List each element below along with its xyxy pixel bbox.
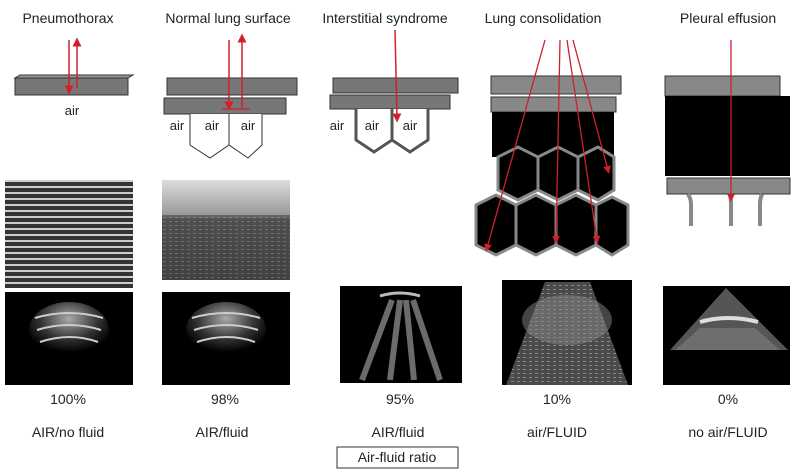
air-label: air	[365, 118, 380, 133]
title-pneumothorax: Pneumothorax	[22, 10, 113, 26]
normal-lung-schematic: air air air	[163, 33, 298, 159]
consolidation-schematic	[474, 39, 630, 257]
b-mode-consolidation-image	[502, 280, 632, 385]
m-mode-stratosphere-image	[5, 180, 133, 288]
air-fluid-label: air/FLUID	[527, 424, 587, 440]
title-consolidation: Lung consolidation	[485, 10, 602, 26]
air-label: air	[403, 118, 418, 133]
b-mode-normal-image	[162, 292, 290, 385]
air-percent: 100%	[50, 391, 86, 407]
air-fluid-label: AIR/fluid	[372, 424, 425, 440]
title-effusion: Pleural effusion	[680, 10, 776, 26]
title-interstitial: Interstitial syndrome	[322, 10, 447, 26]
air-fluid-ratio-box	[336, 446, 459, 469]
air-percent: 0%	[718, 391, 738, 407]
air-percent: 10%	[543, 391, 571, 407]
effusion-schematic	[664, 40, 791, 226]
b-mode-interstitial-image	[340, 286, 462, 383]
interstitial-schematic: air air air	[329, 29, 459, 154]
air-label: air	[241, 118, 256, 133]
b-mode-pneumothorax-image	[5, 292, 133, 385]
m-mode-seashore-texture	[162, 215, 290, 280]
air-percent: 95%	[386, 391, 414, 407]
air-label: air	[205, 118, 220, 133]
air-label: air	[65, 103, 80, 118]
b-mode-effusion-image	[663, 286, 790, 385]
air-percent: 98%	[211, 391, 239, 407]
air-fluid-label: AIR/no fluid	[32, 424, 104, 440]
air-label: air	[330, 118, 345, 133]
air-fluid-label: no air/FLUID	[688, 424, 767, 440]
air-fluid-ratio-label: Air-fluid ratio	[358, 449, 437, 465]
title-normal-lung: Normal lung surface	[165, 10, 290, 26]
air-label: air	[170, 118, 185, 133]
air-fluid-label: AIR/fluid	[196, 424, 249, 440]
pneumothorax-schematic: air	[13, 37, 135, 118]
